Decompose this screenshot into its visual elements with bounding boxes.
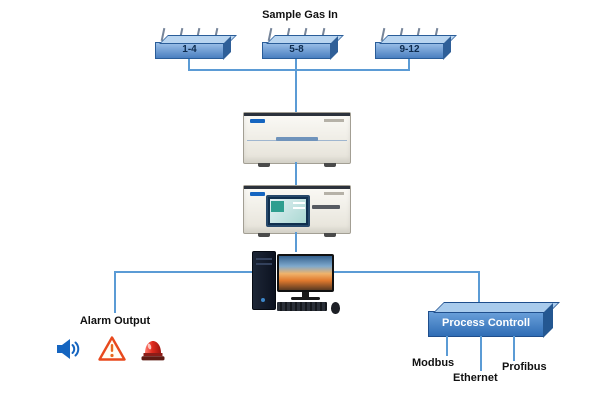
- inlet-label: 9-12: [399, 44, 420, 55]
- connector-line: [446, 336, 448, 356]
- drive-bay: [256, 258, 272, 260]
- output-label-profibus: Profibus: [502, 361, 547, 373]
- alarm-beacon-icon: [140, 336, 166, 363]
- connector-line: [480, 336, 482, 371]
- box-top-face: [433, 302, 560, 313]
- connector-line: [114, 271, 252, 273]
- connector-line: [478, 271, 480, 312]
- connector-line: [513, 336, 515, 361]
- panel-text: [324, 192, 344, 195]
- brand-logo: [250, 192, 265, 196]
- screen-text-row: [293, 207, 305, 209]
- screen-text-row: [293, 202, 305, 204]
- connector-line: [295, 162, 297, 185]
- panel-text: [324, 119, 344, 122]
- rack-instrument-analyzer: [243, 185, 351, 237]
- instrument-foot: [258, 233, 270, 237]
- gas-inlet-manifold-1: 1-4: [155, 35, 237, 60]
- process-controll-box: Process Controll: [428, 302, 560, 338]
- process-controll-label: Process Controll: [441, 317, 531, 329]
- rack-instrument-sampler: [243, 112, 351, 167]
- monitor-stand: [302, 292, 309, 298]
- drive-bay: [256, 263, 272, 265]
- gas-inlet-manifold-2: 5-8: [262, 35, 344, 60]
- monitor-screen: [279, 256, 332, 290]
- diagram-title: Sample Gas In: [262, 9, 338, 21]
- brand-logo: [250, 119, 265, 123]
- output-label-modbus: Modbus: [412, 357, 455, 369]
- screen-chart: [271, 201, 284, 212]
- inlet-label: 5-8: [289, 44, 304, 55]
- inlet-label: 1-4: [182, 44, 197, 55]
- instrument-foot: [324, 233, 336, 237]
- pc-tower: [252, 251, 276, 310]
- speaker-icon: [56, 336, 82, 362]
- connector-line: [408, 59, 410, 71]
- panel-top-strip: [244, 113, 350, 116]
- output-label-ethernet: Ethernet: [453, 372, 498, 384]
- connector-line: [295, 59, 297, 112]
- model-number-text: [312, 205, 340, 209]
- panel-model-text: [276, 137, 318, 141]
- warning-triangle-icon: [98, 335, 126, 362]
- mouse: [331, 302, 340, 314]
- instrument-foot: [324, 163, 336, 167]
- connector-line: [188, 69, 410, 71]
- connector-line: [114, 271, 116, 313]
- connector-line: [334, 271, 480, 273]
- power-led: [261, 298, 265, 302]
- keyboard: [277, 302, 327, 311]
- gas-inlet-manifold-3: 9-12: [375, 35, 457, 60]
- connector-line: [188, 59, 190, 71]
- analyzer-screen: [266, 195, 310, 227]
- monitor: [277, 254, 334, 292]
- instrument-foot: [258, 163, 270, 167]
- connector-line: [295, 232, 297, 252]
- panel-top-strip: [244, 186, 350, 189]
- alarm-output-label: Alarm Output: [79, 315, 151, 327]
- monitor-base: [291, 297, 320, 300]
